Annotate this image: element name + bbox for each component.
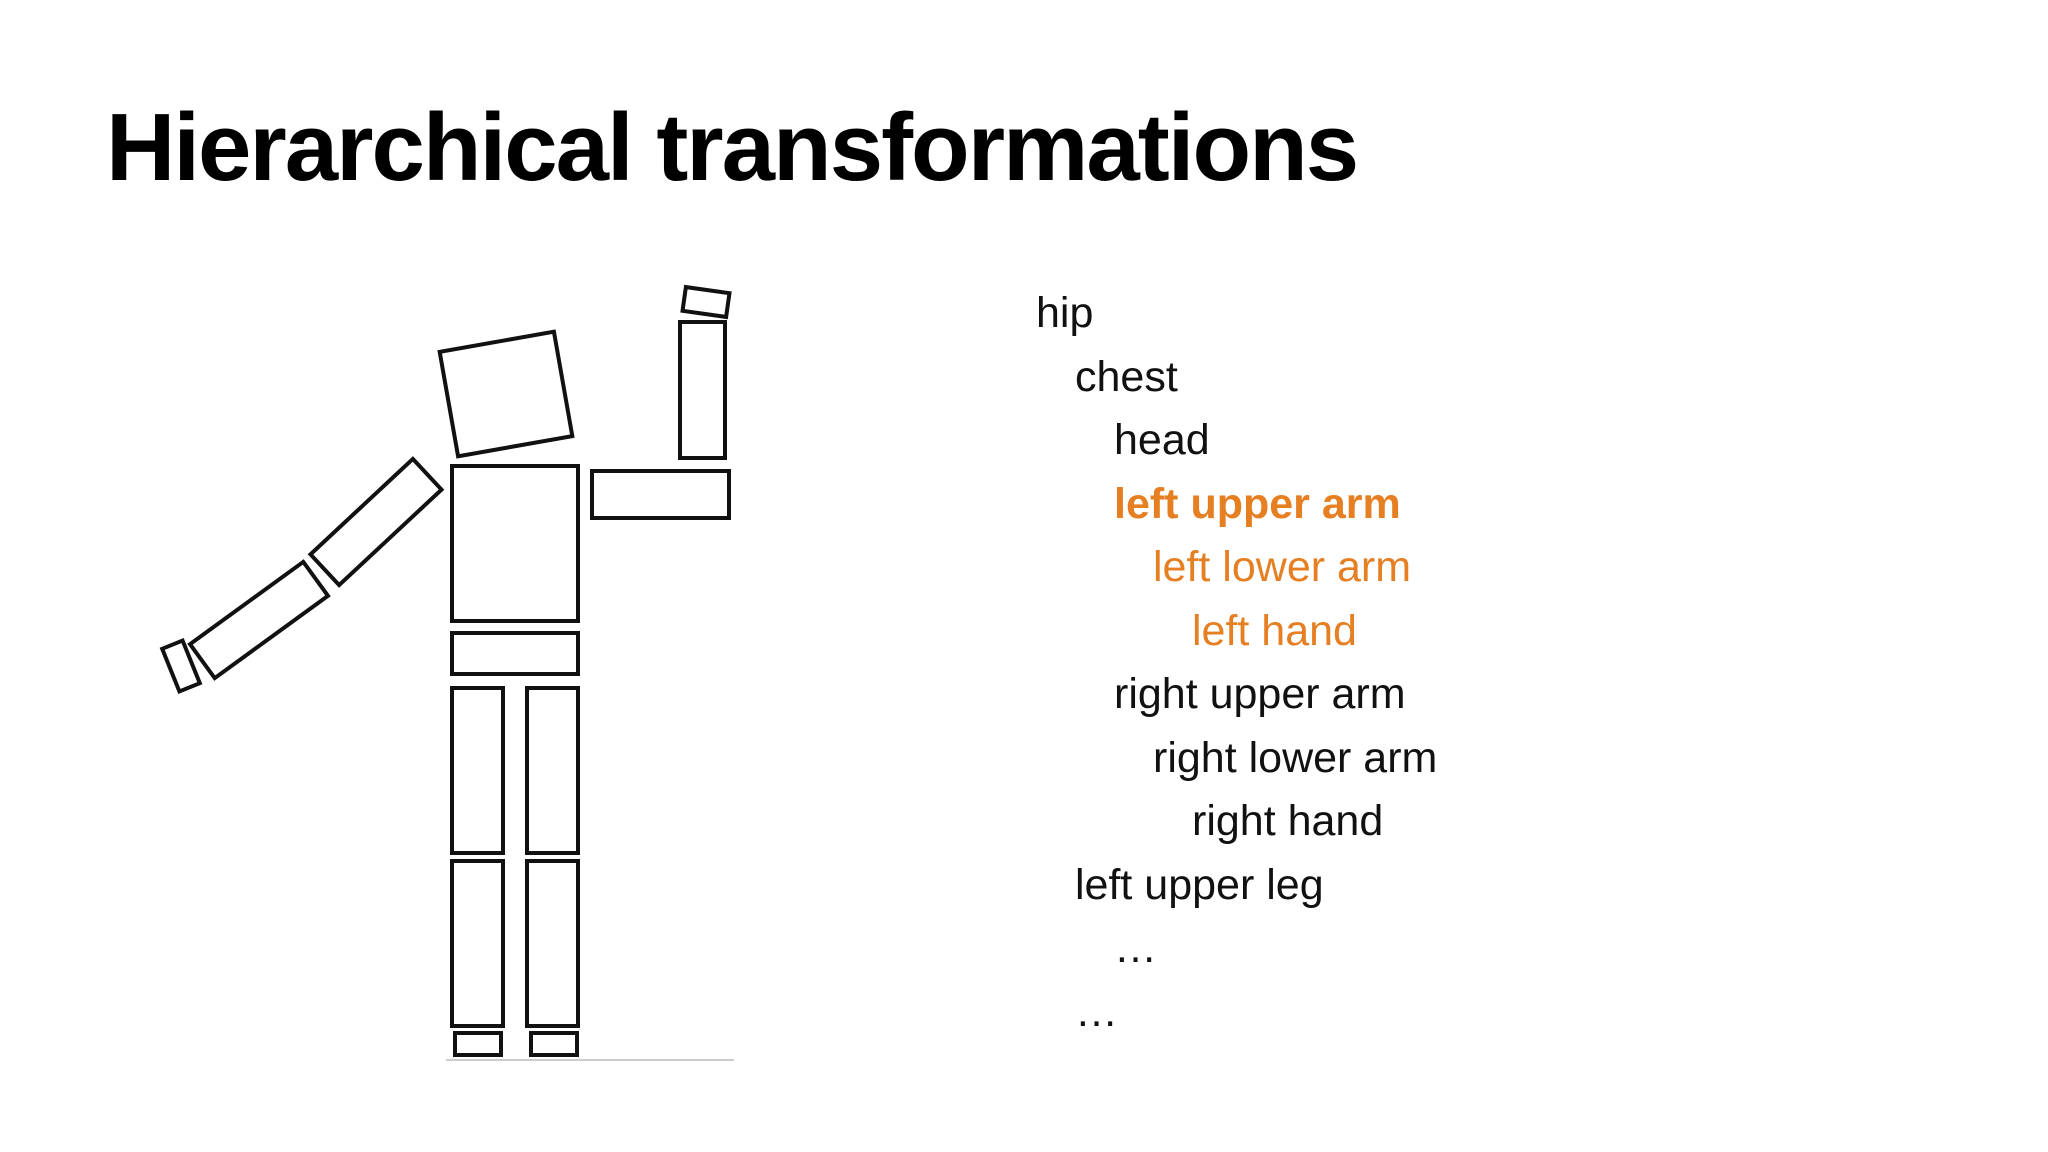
right-upper-arm-part	[590, 469, 731, 520]
slide-title: Hierarchical transformations	[106, 94, 1359, 201]
left-lower-leg-part	[450, 859, 505, 1028]
hierarchy-item-hip: hip	[1036, 289, 1094, 337]
right-upper-leg-part	[525, 686, 580, 855]
hierarchy-item-chest: chest	[1075, 352, 1178, 401]
hierarchy-item-ellipsis-child: …	[1114, 924, 1157, 972]
hierarchy-item-left-lower-arm: left lower arm	[1153, 543, 1412, 591]
hierarchy-item-right-upper-arm: right upper arm	[1114, 670, 1406, 718]
right-foot-part	[529, 1031, 579, 1057]
hierarchy-item-left-upper-leg: left upper leg	[1075, 860, 1324, 909]
hierarchy-item-ellipsis-sibling: …	[1075, 987, 1118, 1036]
left-foot-part	[453, 1031, 503, 1057]
chest-part	[450, 464, 580, 623]
left-lower-arm-part	[187, 559, 331, 681]
hierarchy-item-right-lower-arm: right lower arm	[1153, 733, 1438, 782]
right-hand-part	[680, 284, 732, 320]
left-upper-arm-part	[307, 456, 445, 588]
right-lower-leg-part	[525, 859, 580, 1028]
right-lower-arm-part	[678, 320, 727, 460]
hip-part	[450, 631, 580, 676]
left-upper-leg-part	[450, 686, 505, 855]
head-part	[437, 329, 575, 459]
hierarchy-item-right-hand: right hand	[1192, 797, 1384, 845]
hierarchy-item-head: head	[1114, 416, 1210, 464]
left-hand-part	[159, 637, 203, 695]
hierarchy-item-left-upper-arm: left upper arm	[1114, 479, 1401, 528]
hierarchy-item-left-hand: left hand	[1192, 606, 1357, 655]
transform-hierarchy-list: hip chest head left upper arm left lower…	[1036, 282, 1437, 1044]
